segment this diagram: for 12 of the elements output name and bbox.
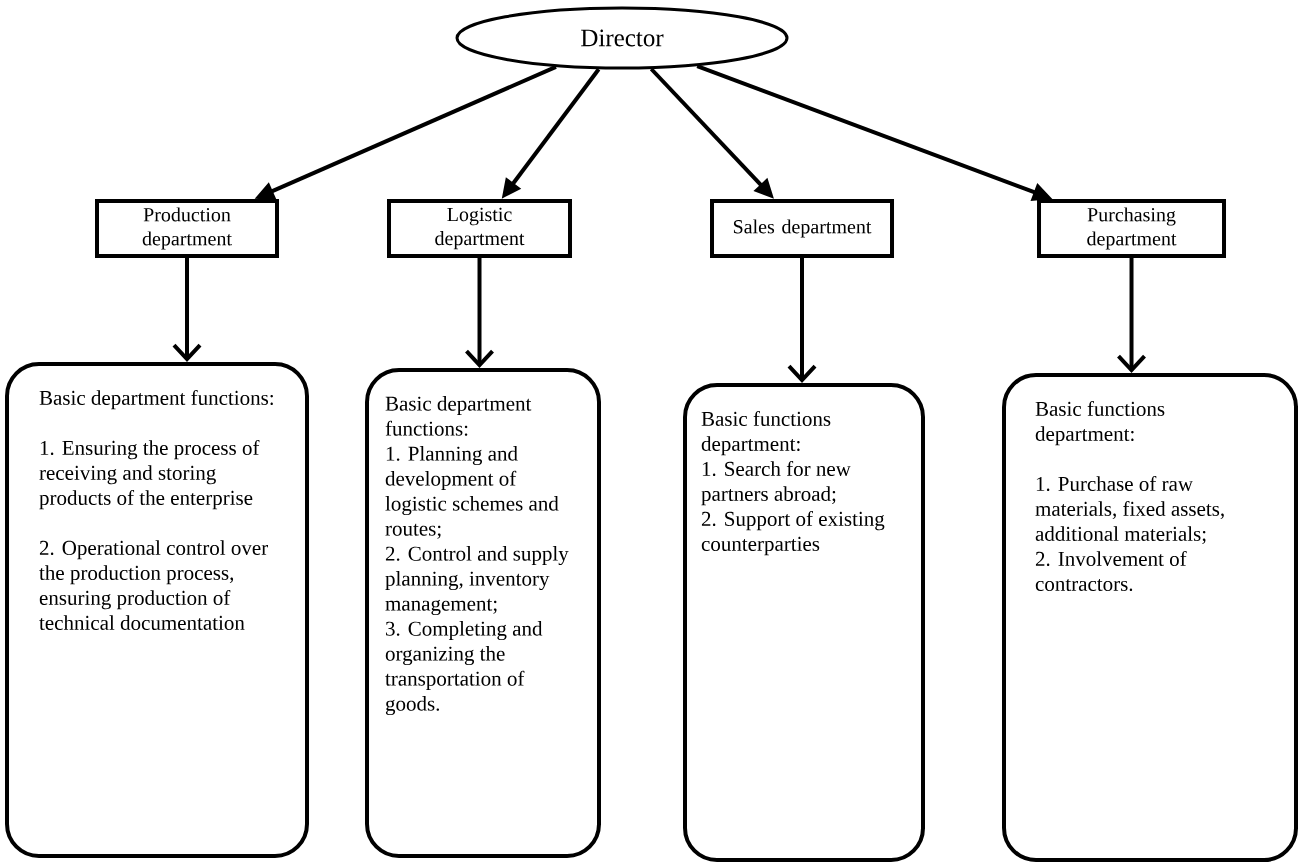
arrow: [465, 258, 494, 368]
department-box: Production department: [95, 199, 279, 258]
functions-box: Basic functions department: 1. Purchase of raw materials, fixed assets, additional materials; 2. Involvement of contractors.: [1002, 373, 1298, 862]
arrow: [1117, 258, 1146, 373]
department-box: Purchasing department: [1037, 199, 1226, 258]
functions-box: Basic functions department: 1. Search for new partners abroad; 2. Support of existing counterparties: [683, 383, 925, 862]
department-box: Logistic department: [387, 199, 572, 258]
functions-box: Basic department functions: 1. Ensuring the process of receiving and storing products of the enterprise 2. Operational control over the production process, ensuring production of technical documentation: [5, 362, 309, 858]
arrow: [172, 258, 202, 362]
functions-box: Basic department functions: 1. Planning and development of logistic schemes and routes; 2. Control and supply planning, inventory management; 3. Completing and organizing the transportation of goods.: [365, 368, 601, 858]
department-box: Sales department: [710, 199, 894, 258]
arrow: [787, 258, 817, 383]
